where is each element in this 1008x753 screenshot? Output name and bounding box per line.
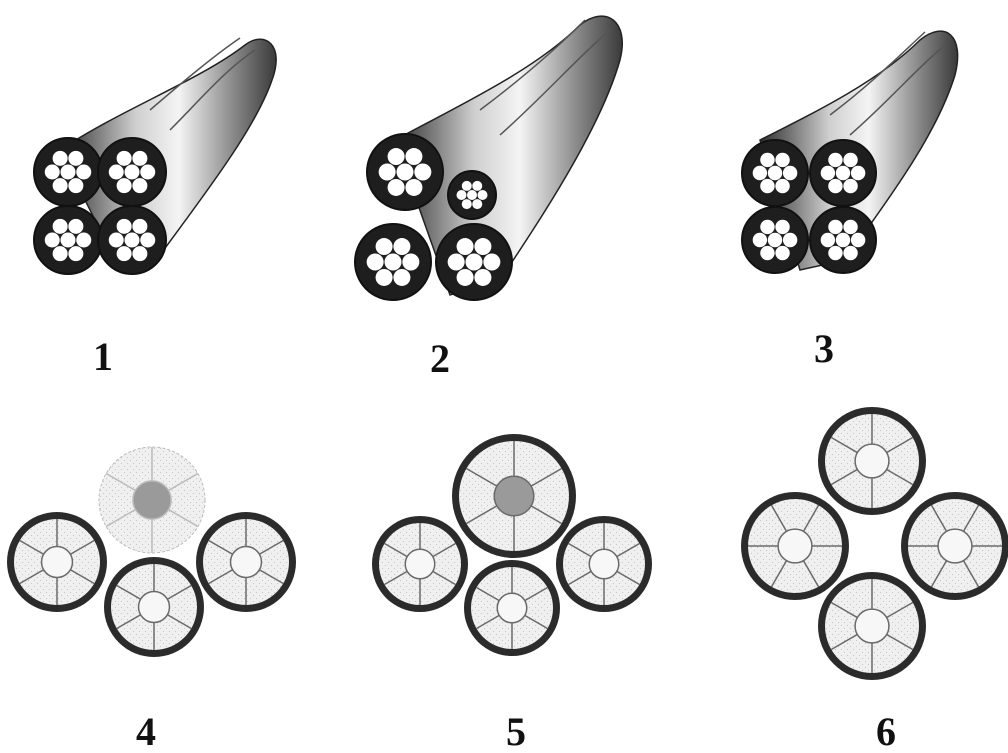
cross-section-4-phase-c	[104, 557, 204, 657]
cross-section-6-top	[818, 407, 926, 515]
conductor-end-2-2	[447, 170, 497, 220]
cross-section-5-phase-b	[556, 516, 652, 612]
cross-section-6-left	[741, 492, 849, 600]
conductor-end-3-2	[809, 139, 877, 207]
cross-section-4-phase-a	[7, 512, 107, 612]
cross-section-5-phase-c	[464, 560, 560, 656]
conductor-end-2-1	[366, 133, 444, 211]
cable-cross-sections	[7, 407, 1008, 680]
conductor-end-3-4	[809, 206, 877, 274]
twisted-cable-bundle-3	[741, 30, 959, 274]
cross-section-4-neutral	[97, 445, 207, 555]
conductor-end-1-4	[97, 205, 167, 275]
conductor-end-2-4	[435, 223, 513, 301]
conductor-end-1-1	[33, 137, 103, 207]
conductor-end-2-3	[354, 223, 432, 301]
twisted-cable-bundle-2	[354, 15, 623, 301]
label-3: 3	[814, 326, 834, 371]
conductor-end-1-2	[97, 137, 167, 207]
label-5: 5	[506, 709, 526, 753]
cross-section-6-bottom	[818, 572, 926, 680]
label-1: 1	[93, 334, 113, 379]
cross-section-5-neutral	[452, 434, 576, 558]
cross-section-5-phase-a	[372, 516, 468, 612]
label-6: 6	[876, 709, 896, 753]
cross-section-4-phase-b	[196, 512, 296, 612]
conductor-end-1-3	[33, 205, 103, 275]
label-2: 2	[430, 336, 450, 381]
twisted-cable-bundle-1	[33, 37, 277, 275]
conductor-end-3-1	[741, 139, 809, 207]
label-4: 4	[136, 709, 156, 753]
conductor-end-3-3	[741, 206, 809, 274]
cross-section-6-right	[901, 492, 1008, 600]
